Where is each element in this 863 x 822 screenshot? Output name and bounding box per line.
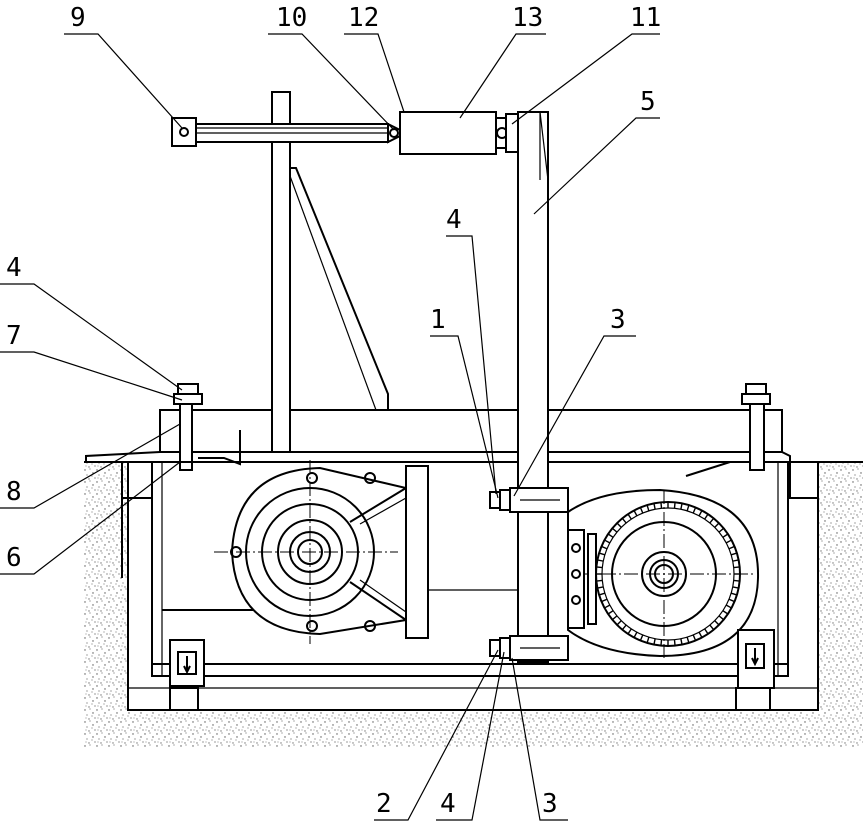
gear-tooth: [604, 539, 611, 544]
callout-4-bottom: 4: [440, 789, 456, 819]
gear-tooth: [728, 598, 735, 603]
gear-tooth: [714, 620, 720, 626]
load-cell-left: [169, 639, 205, 687]
callout-7: 7: [6, 321, 22, 351]
gear-tooth: [653, 638, 656, 645]
top-assembly: [171, 111, 519, 155]
gear-tooth: [639, 507, 644, 514]
gear-tooth: [598, 592, 606, 596]
gear-drive-right: [489, 487, 760, 661]
ground-soil: [84, 461, 863, 748]
gear-tooth: [611, 527, 618, 533]
gear-tooth: [692, 507, 697, 514]
gear-tooth: [604, 604, 611, 609]
gear-tooth: [725, 539, 732, 544]
gear-tooth: [680, 503, 683, 510]
gear-tooth: [639, 634, 644, 641]
gear-tooth: [730, 592, 738, 596]
gear-tooth: [596, 579, 603, 582]
gear-tooth: [732, 586, 739, 589]
gear-tooth: [660, 639, 663, 646]
gear-tooth: [722, 533, 729, 538]
gear-tooth: [597, 559, 604, 562]
gear-tooth: [680, 638, 683, 645]
callout-1: 1: [430, 305, 446, 335]
gear-tooth: [653, 503, 656, 510]
callout-13: 13: [512, 3, 543, 33]
gear-tooth: [607, 533, 614, 538]
gear-tooth: [714, 522, 720, 528]
gear-tooth: [597, 586, 604, 589]
gear-tooth: [627, 628, 632, 635]
vertical-post: [271, 91, 389, 453]
motor-pulley-left: [214, 460, 429, 644]
gear-tooth: [673, 502, 676, 509]
gear-tooth: [646, 636, 650, 644]
gear-tooth: [722, 610, 729, 615]
gear-tooth: [660, 502, 663, 509]
callout-3-top: 3: [610, 305, 626, 335]
gear-tooth: [692, 634, 697, 641]
gear-tooth: [596, 566, 603, 569]
gear-tooth: [633, 631, 638, 638]
gear-tooth: [621, 517, 627, 524]
callout-4-arm-top: 4: [446, 205, 462, 235]
gear-tooth: [733, 566, 740, 569]
gear-tooth: [709, 624, 715, 631]
callout-3-bottom: 3: [542, 789, 558, 819]
callout-12: 12: [348, 3, 379, 33]
callout-5: 5: [640, 87, 656, 117]
bolt-assembly-left: [173, 383, 241, 471]
bolt-assembly-right: [685, 383, 771, 477]
gear-tooth: [611, 615, 618, 621]
gear-tooth: [601, 545, 608, 550]
callout-4-left: 4: [6, 253, 22, 283]
gear-tooth: [627, 513, 632, 520]
gear-teeth: [596, 502, 740, 646]
callout-10: 10: [276, 3, 307, 33]
gear-tooth: [601, 598, 608, 603]
gear-tooth: [718, 615, 725, 621]
gear-tooth: [733, 579, 740, 582]
gear-tooth: [698, 510, 703, 517]
gear-tooth: [607, 610, 614, 615]
callout-8: 8: [6, 477, 22, 507]
vertical-arm: [517, 111, 549, 663]
gear-tooth: [698, 631, 703, 638]
gear-tooth: [730, 552, 738, 556]
gear-tooth: [598, 552, 606, 556]
gear-tooth: [686, 636, 690, 644]
callout-6: 6: [6, 543, 22, 573]
gear-tooth: [725, 604, 732, 609]
gear-tooth: [686, 504, 690, 512]
load-cell-right: [737, 629, 775, 689]
gear-tooth: [646, 504, 650, 512]
callout-2: 2: [376, 789, 392, 819]
gear-tooth: [704, 513, 709, 520]
gear-tooth: [709, 517, 715, 524]
gear-tooth: [704, 628, 709, 635]
gear-tooth: [633, 510, 638, 517]
gear-tooth: [732, 559, 739, 562]
callout-9: 9: [70, 3, 86, 33]
leader-lines: [0, 33, 660, 821]
gear-tooth: [718, 527, 725, 533]
callout-11: 11: [630, 3, 661, 33]
gear-tooth: [673, 639, 676, 646]
gear-tooth: [616, 522, 622, 528]
gear-tooth: [728, 545, 735, 550]
gear-tooth: [616, 620, 622, 626]
gear-tooth: [621, 624, 627, 631]
callout-labels: 9 10 12 13 11 5 4 4 7 1 3 8 6 2 4 3: [6, 3, 661, 819]
